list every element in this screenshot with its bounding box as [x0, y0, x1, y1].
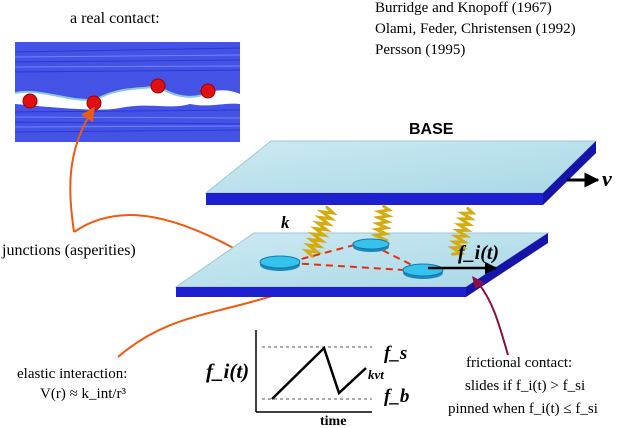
asperity-disc: [259, 255, 301, 269]
plot-y-label: f_i(t): [206, 359, 249, 383]
plot-kvt-label: kvt: [368, 367, 384, 382]
plot-fb-label: f_b: [384, 386, 409, 407]
junctions-label: junctions (asperities): [2, 242, 136, 259]
spring-left: [301, 205, 338, 259]
plot-fs-label: f_s: [384, 343, 407, 364]
arrow-frictional-contact-head: [472, 276, 485, 289]
arrow-junction-to-asperity: [73, 214, 260, 263]
slides-condition: slides if f_i(t) > f_si: [465, 378, 586, 394]
reference-2: Olami, Feder, Christensen (1992): [375, 21, 576, 37]
arrow-frictional-contact: [477, 282, 509, 356]
base-label: BASE: [409, 121, 454, 138]
asperity-disc: [352, 238, 390, 250]
contact-dot: [200, 83, 216, 99]
real-contact-label: a real contact:: [70, 10, 160, 27]
asperity-disc: [402, 263, 444, 277]
base-plate: [204, 140, 598, 205]
velocity-label: v: [602, 166, 612, 191]
pinned-condition: pinned when f_i(t) ≤ f_si: [448, 401, 598, 417]
force-label: f_i(t): [458, 242, 499, 264]
real-contact-image: [14, 42, 241, 142]
reference-1: Burridge and Knopoff (1967): [375, 0, 552, 16]
springs: [301, 204, 477, 259]
elastic-interaction-label: elastic interaction:: [17, 366, 128, 382]
frictional-contact-label: frictional contact:: [466, 355, 573, 371]
elastic-interaction-lines: [289, 242, 423, 272]
elastic-formula: V(r) ≈ k_int/r³: [40, 386, 127, 402]
contact-dot: [86, 95, 102, 111]
force-time-plot: [255, 330, 372, 413]
contact-dot: [22, 93, 38, 109]
contact-dot: [150, 78, 166, 94]
plot-time-label: time: [320, 414, 346, 428]
force-curve: [271, 345, 367, 400]
reference-3: Persson (1995): [375, 42, 466, 58]
arrow-junction-to-contact: [69, 106, 95, 233]
spring-middle: [370, 204, 394, 244]
spring-constant-label: k: [281, 213, 290, 232]
spring-right: [447, 207, 477, 256]
